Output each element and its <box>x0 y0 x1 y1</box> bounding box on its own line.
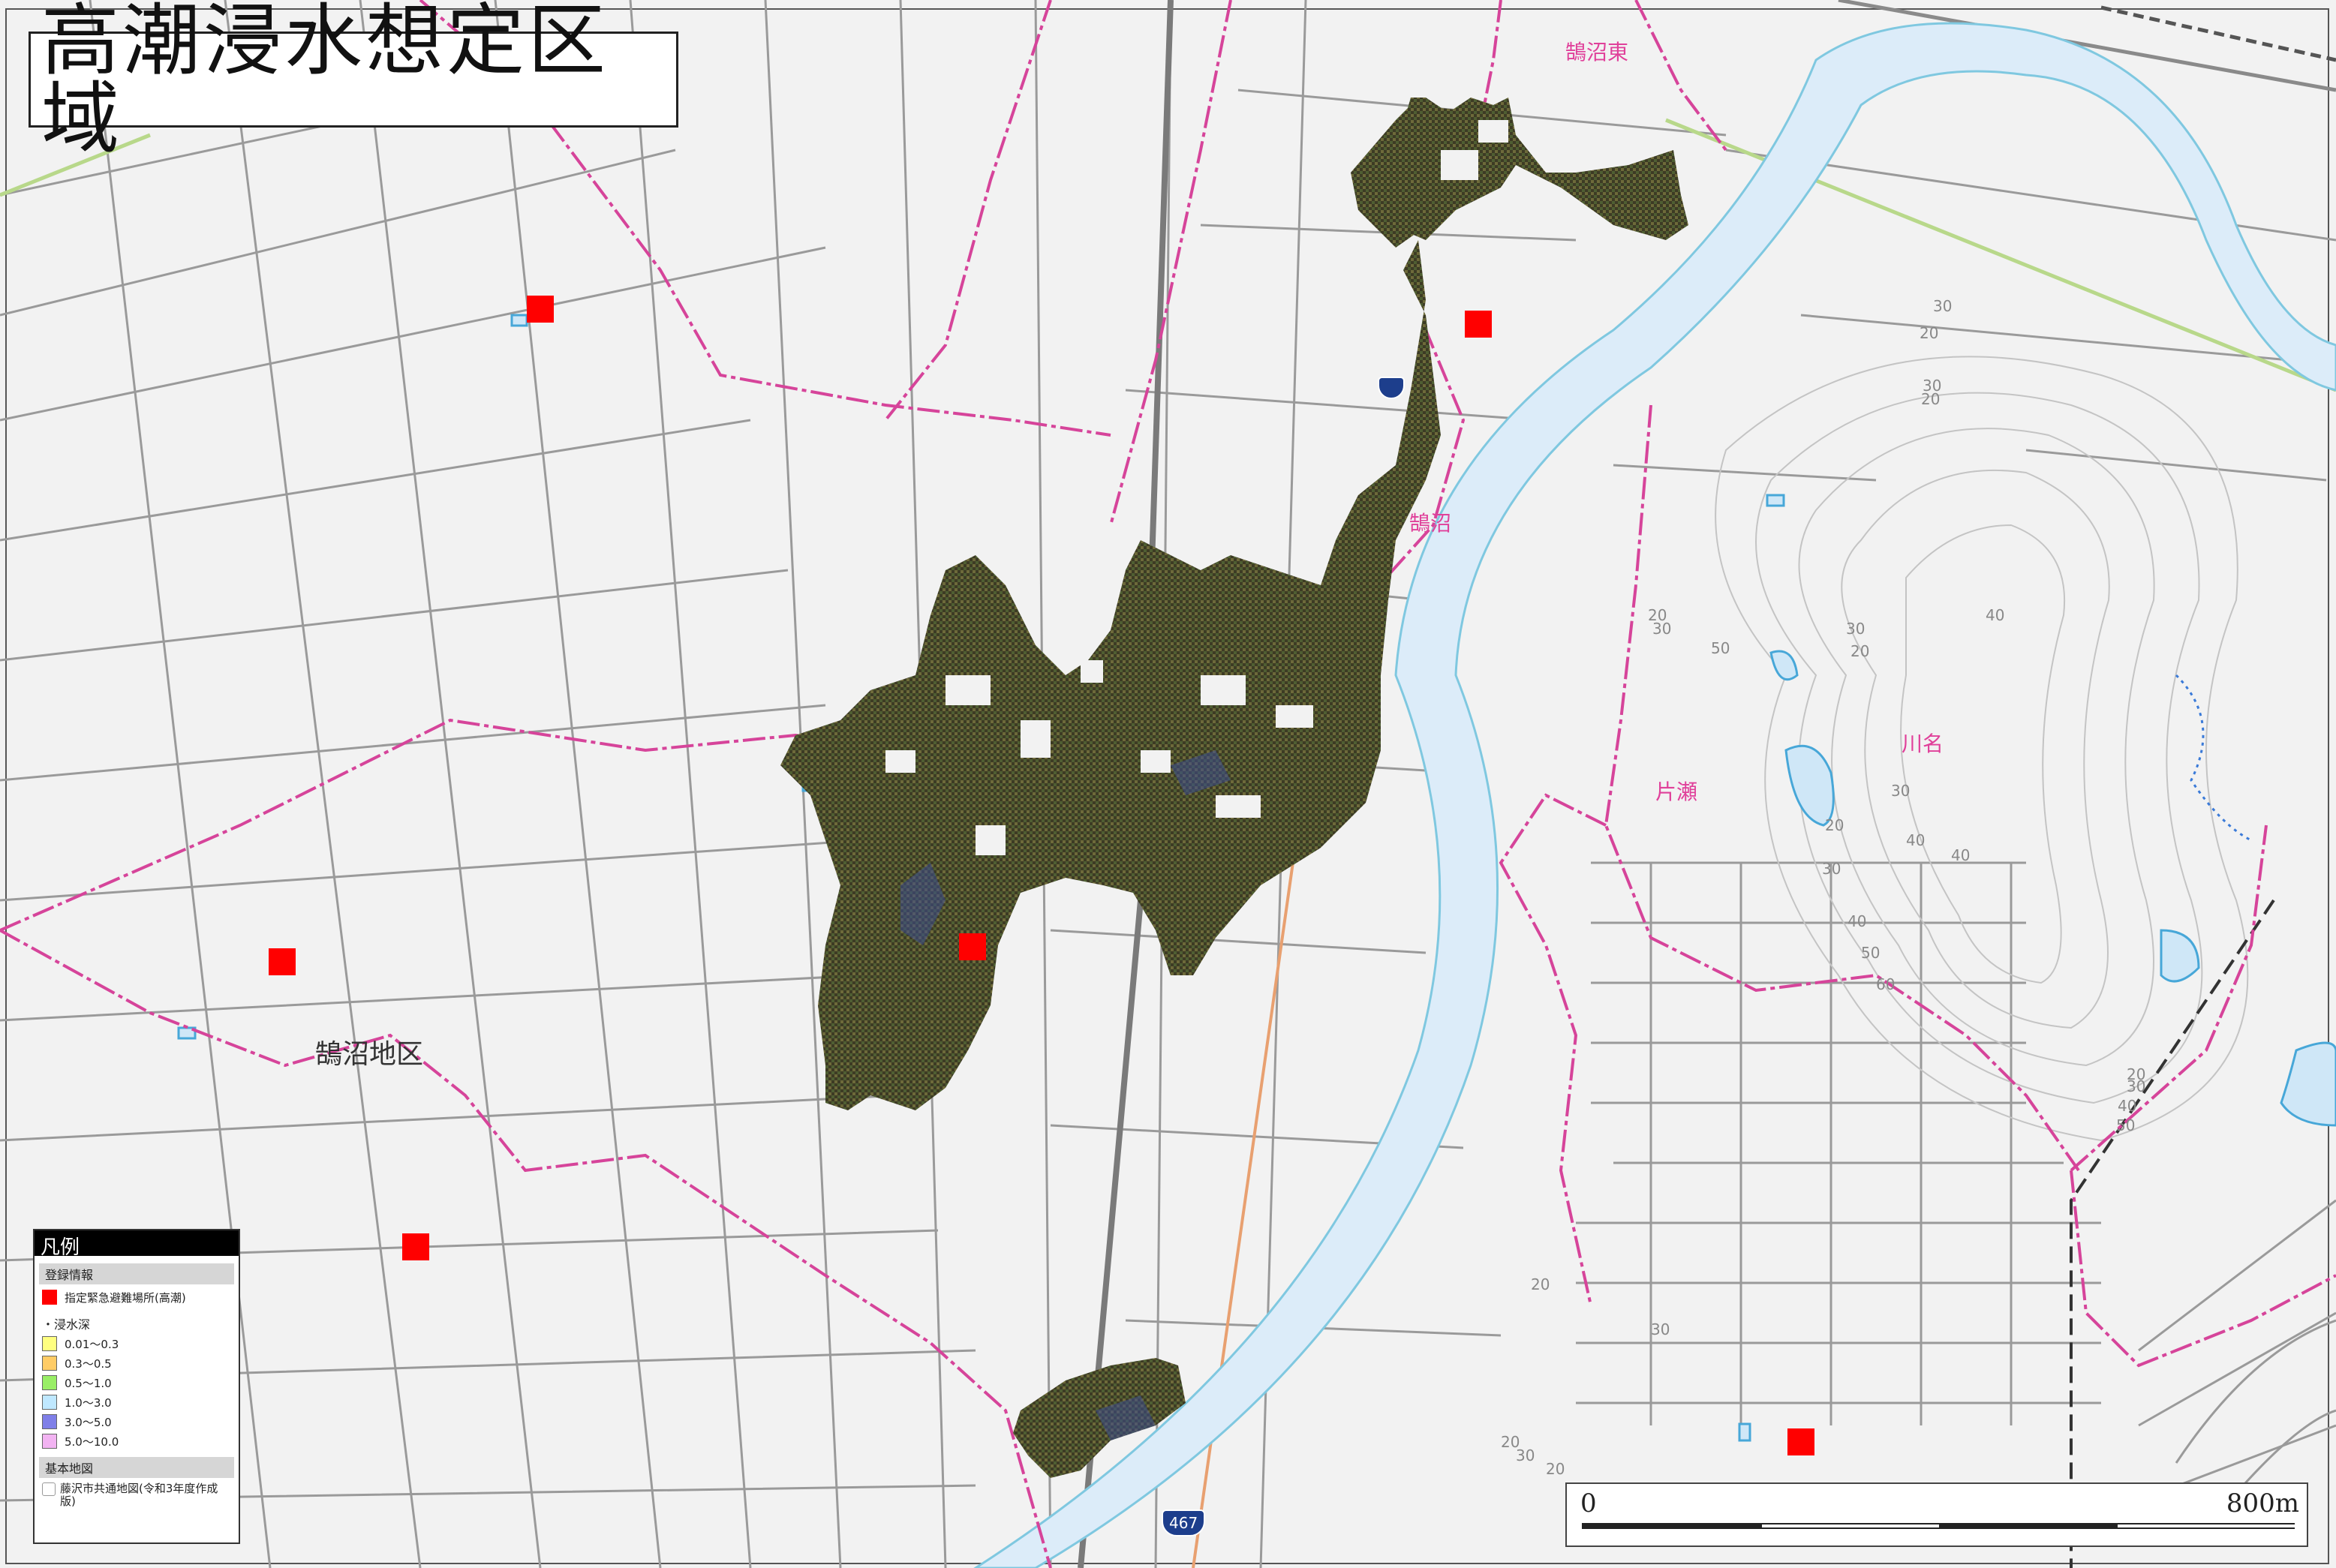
stream <box>2175 674 2252 842</box>
contour-elevation-label: 20 <box>1648 606 1667 624</box>
legend-depth-row: 0.5～1.0 <box>42 1374 231 1391</box>
legend-panel: 凡例 登録情報 指定緊急避難場所(高潮) ・浸水深 0.01～0.3 0.3～0.… <box>33 1229 240 1544</box>
shelter-marker[interactable] <box>402 1233 429 1260</box>
place-label-kawana: 川名 <box>1902 731 1944 756</box>
contour-elevation-label: 20 <box>1920 324 1939 342</box>
scale-bar-segment <box>1762 1524 1939 1527</box>
railway-line-2 <box>1838 0 2336 92</box>
map-title: 高潮浸水想定区域 <box>41 0 609 164</box>
legend-depth-row: 0.3～0.5 <box>42 1355 231 1371</box>
contour-elevation-label: 20 <box>1850 642 1870 660</box>
legend-registered-section: 登録情報 <box>39 1263 234 1284</box>
legend-depth-swatch <box>42 1356 57 1371</box>
contour-elevation-label: 50 <box>1711 639 1730 657</box>
route-shield-north <box>1378 377 1405 399</box>
district-label-kugenuma: 鵠沼地区 <box>315 1039 424 1070</box>
legend-shelter-label: 指定緊急避難場所(高潮) <box>65 1290 186 1305</box>
contour-elevation-label: 30 <box>1516 1446 1535 1464</box>
contour-elevation-label: 40 <box>1847 912 1867 930</box>
shelter-marker[interactable] <box>527 296 554 323</box>
legend-depth-row: 3.0～5.0 <box>42 1413 231 1430</box>
contour-elevation-label: 50 <box>1861 944 1881 962</box>
rail-track-ne <box>2100 5 2336 62</box>
shelter-marker[interactable] <box>269 948 296 975</box>
scale-end-label: 800m <box>2226 1488 2299 1518</box>
legend-depth-row: 0.01～0.3 <box>42 1335 231 1352</box>
legend-depth-label: 0.5～1.0 <box>65 1376 112 1390</box>
map-frame <box>5 8 2329 1564</box>
contour-elevation-label: 30 <box>1846 620 1865 638</box>
legend-shelter-swatch <box>42 1290 57 1305</box>
legend-depth-label: 3.0～5.0 <box>65 1415 112 1429</box>
flood-zones <box>780 98 1688 1478</box>
scale-bar-segment <box>2118 1524 2295 1527</box>
legend-depth-label: 0.3～0.5 <box>65 1356 112 1371</box>
contour-elevation-label: 30 <box>1651 1320 1670 1338</box>
contour-elevation-label: 20 <box>1531 1275 1550 1293</box>
rail-track-east <box>2070 899 2275 1568</box>
legend-basemap-row: 藤沢市共通地図(令和3年度作成版) <box>42 1482 231 1508</box>
shelter-marker[interactable] <box>1465 311 1492 338</box>
map-title-box: 高潮浸水想定区域 <box>29 2 678 158</box>
shelter-marker[interactable] <box>959 933 986 960</box>
basemap-icon <box>42 1482 56 1496</box>
legend-depth-list: 0.01～0.3 0.3～0.5 0.5～1.0 1.0～3.0 3.0～5.0 5.0～… <box>35 1335 239 1449</box>
contour-elevation-label: 60 <box>1876 975 1896 993</box>
contour-elevation-label: 40 <box>1906 831 1926 849</box>
contour-elevation-label: 30 <box>1891 782 1911 800</box>
place-label-kugenuma: 鵠沼 <box>1409 511 1452 536</box>
green-line-nw <box>0 133 151 197</box>
place-label-kugenuma-higashi: 鵠沼東 <box>1565 40 1629 65</box>
contour-elevation-label: 50 <box>2116 1116 2136 1134</box>
contour-elevation-label: 20 <box>1825 816 1844 834</box>
contour-elevation-label: 40 <box>2118 1097 2137 1115</box>
contour-elevation-label: 30 <box>1652 620 1672 638</box>
legend-depth-row: 1.0～3.0 <box>42 1394 231 1410</box>
legend-depth-label: 0.01～0.3 <box>65 1337 119 1351</box>
legend-depth-label: 1.0～3.0 <box>65 1395 112 1410</box>
contour-elevation-label: 30 <box>1933 297 1953 315</box>
contour-elevation-label: 40 <box>1951 846 1971 864</box>
river <box>973 22 2336 1568</box>
contour-elevation-label: 20 <box>1501 1433 1520 1451</box>
legend-depth-row: 5.0～10.0 <box>42 1433 231 1449</box>
contour-elevation-label: 30 <box>1923 377 1942 395</box>
legend-basemap-section: 基本地図 <box>39 1457 234 1478</box>
legend-depth-swatch <box>42 1434 57 1449</box>
deep-flood-patches <box>900 750 1231 1440</box>
legend-header: 凡例 <box>35 1230 239 1259</box>
contour-elevation-label: 40 <box>1986 606 2005 624</box>
legend-basemap-label: 藤沢市共通地図(令和3年度作成版) <box>60 1482 218 1508</box>
scale-bar: 0 800m <box>1565 1482 2308 1547</box>
route-467-shield: 467 <box>1162 1509 1206 1536</box>
contour-elevation-label: 20 <box>1546 1460 1565 1478</box>
contour-elevation-label: 20 <box>2127 1065 2146 1083</box>
shelter-marker[interactable] <box>1787 1428 1814 1455</box>
legend-depth-swatch <box>42 1414 57 1429</box>
contour-elevation-label: 20 <box>1921 390 1941 408</box>
legend-depth-swatch <box>42 1336 57 1351</box>
contour-elevation-label: 30 <box>1822 860 1841 878</box>
legend-depth-swatch <box>42 1395 57 1410</box>
legend-depth-swatch <box>42 1375 57 1390</box>
scale-start-label: 0 <box>1580 1488 1597 1518</box>
legend-depth-title: ・浸水深 <box>42 1317 91 1332</box>
contour-elevation-label: 30 <box>2127 1077 2146 1095</box>
flood-zone-gaps <box>885 120 1561 855</box>
legend-shelter-row: 指定緊急避難場所(高潮) <box>42 1289 231 1305</box>
place-label-katase: 片瀬 <box>1655 779 1698 804</box>
ponds <box>177 314 2336 1442</box>
legend-depth-label: 5.0～10.0 <box>65 1434 119 1449</box>
